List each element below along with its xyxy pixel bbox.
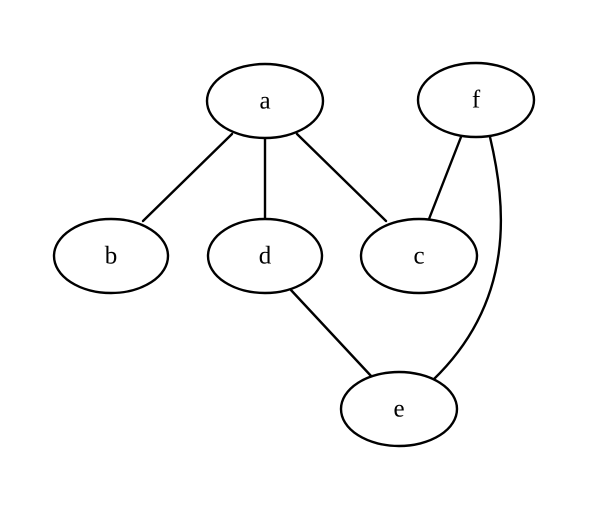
node-f: f <box>416 61 536 139</box>
edge-f-c <box>427 135 463 221</box>
edges-layer <box>141 132 503 382</box>
edge-d-e <box>288 287 374 379</box>
node-f-label: f <box>472 87 481 114</box>
node-b: b <box>52 217 170 295</box>
node-a-label: a <box>259 88 270 115</box>
node-a-ellipse <box>205 62 325 140</box>
node-e: e <box>339 370 459 448</box>
node-c-label: c <box>413 243 424 270</box>
node-e-ellipse <box>339 370 459 448</box>
node-c: c <box>359 217 479 295</box>
node-e-label: e <box>393 396 404 423</box>
node-b-label: b <box>105 243 118 270</box>
node-f-ellipse <box>416 61 536 139</box>
edge-a-b <box>141 132 234 223</box>
node-a: a <box>205 62 325 140</box>
node-d-label: d <box>259 243 272 270</box>
nodes-layer: a f b d c e <box>52 61 536 448</box>
node-b-ellipse <box>52 217 170 295</box>
edge-f-e <box>431 135 503 382</box>
node-c-ellipse <box>359 217 479 295</box>
node-d-ellipse <box>206 217 324 295</box>
edge-a-c <box>295 132 388 223</box>
node-d: d <box>206 217 324 295</box>
